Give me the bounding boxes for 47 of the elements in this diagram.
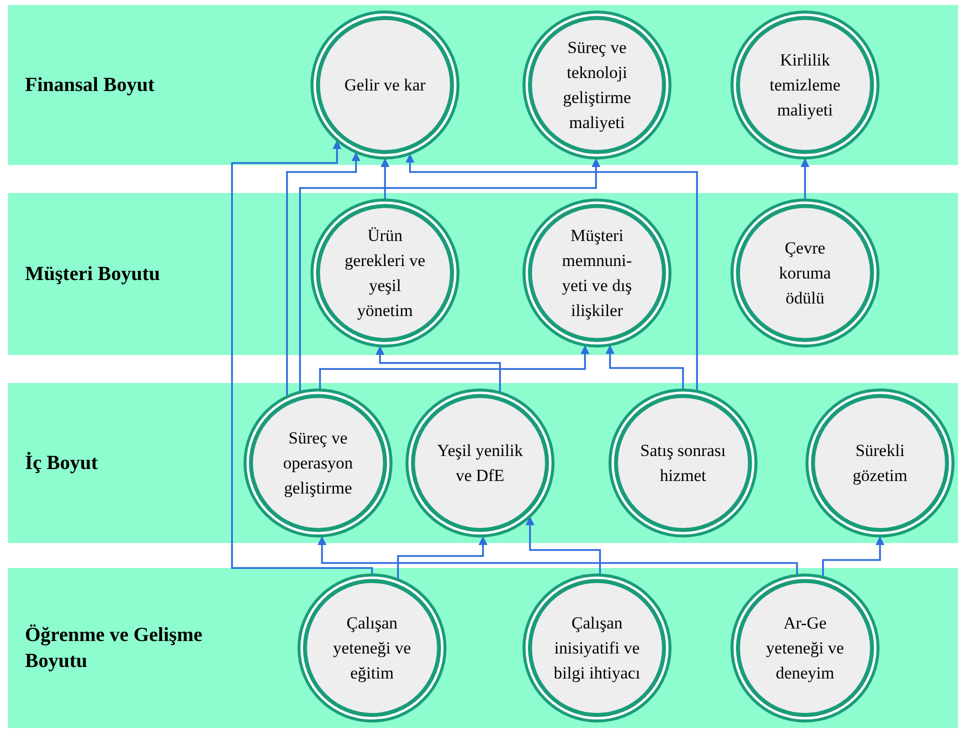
node-text: Süreç ve operasyon geliştirme — [282, 428, 354, 500]
arrow — [380, 158, 390, 200]
circle-node — [522, 573, 672, 723]
band-heading: İç Boyut — [25, 450, 99, 476]
node-text: Kirlilik temizleme maliyeti — [768, 50, 842, 122]
arrow — [286, 152, 360, 397]
node-text: Sürekli gözetim — [852, 440, 908, 487]
row-band — [8, 383, 958, 543]
circle-node — [522, 10, 672, 160]
band-heading: Finansal Boyut — [25, 73, 156, 98]
row-band — [8, 568, 958, 728]
circle-node — [730, 198, 880, 348]
circle-node — [243, 388, 393, 538]
arrow — [231, 140, 373, 576]
node-text: Satış sonrası hizmet — [639, 440, 727, 487]
circle-node — [608, 388, 758, 538]
arrow — [318, 536, 798, 576]
node-text: Gelir ve kar — [343, 74, 427, 96]
node-text: Ürün gerekleri ve yeşil yönetim — [344, 225, 426, 322]
arrow — [299, 158, 600, 392]
arrow — [376, 346, 501, 393]
circle-node — [297, 573, 447, 723]
circle-node — [310, 198, 460, 348]
node-text: Yeşil yenilik ve DfE — [436, 440, 524, 487]
row-band — [8, 5, 958, 165]
circle-node — [310, 10, 460, 160]
arrow — [800, 158, 810, 200]
arrow — [319, 345, 590, 390]
node-text: Süreç ve teknoloji geliştirme maliyeti — [562, 37, 632, 134]
circle-node — [730, 573, 880, 723]
circle-node — [522, 198, 672, 348]
band-heading: Öğrenme ve Gelişme Boyutu — [25, 623, 204, 674]
arrow — [406, 154, 698, 392]
arrow — [822, 536, 884, 578]
node-text: Müşteri memnuni- yeti ve dış ilişkiler — [561, 225, 633, 322]
arrow — [397, 536, 488, 580]
circle-node — [730, 10, 880, 160]
band-heading: Müşteri Boyutu — [25, 262, 161, 287]
node-text: Çalışan inisiyatifi ve bilgi ihtiyacı — [552, 612, 642, 684]
circle-node — [805, 388, 955, 538]
node-text: Çevre koruma ödülü — [778, 238, 832, 310]
arrow — [606, 344, 684, 390]
node-text: Çalışan yeteneği ve eğitim — [332, 612, 412, 684]
row-band — [8, 193, 958, 355]
node-text: Ar-Ge yeteneği ve deneyim — [765, 612, 845, 684]
circle-node — [405, 388, 555, 538]
arrow — [526, 516, 601, 576]
